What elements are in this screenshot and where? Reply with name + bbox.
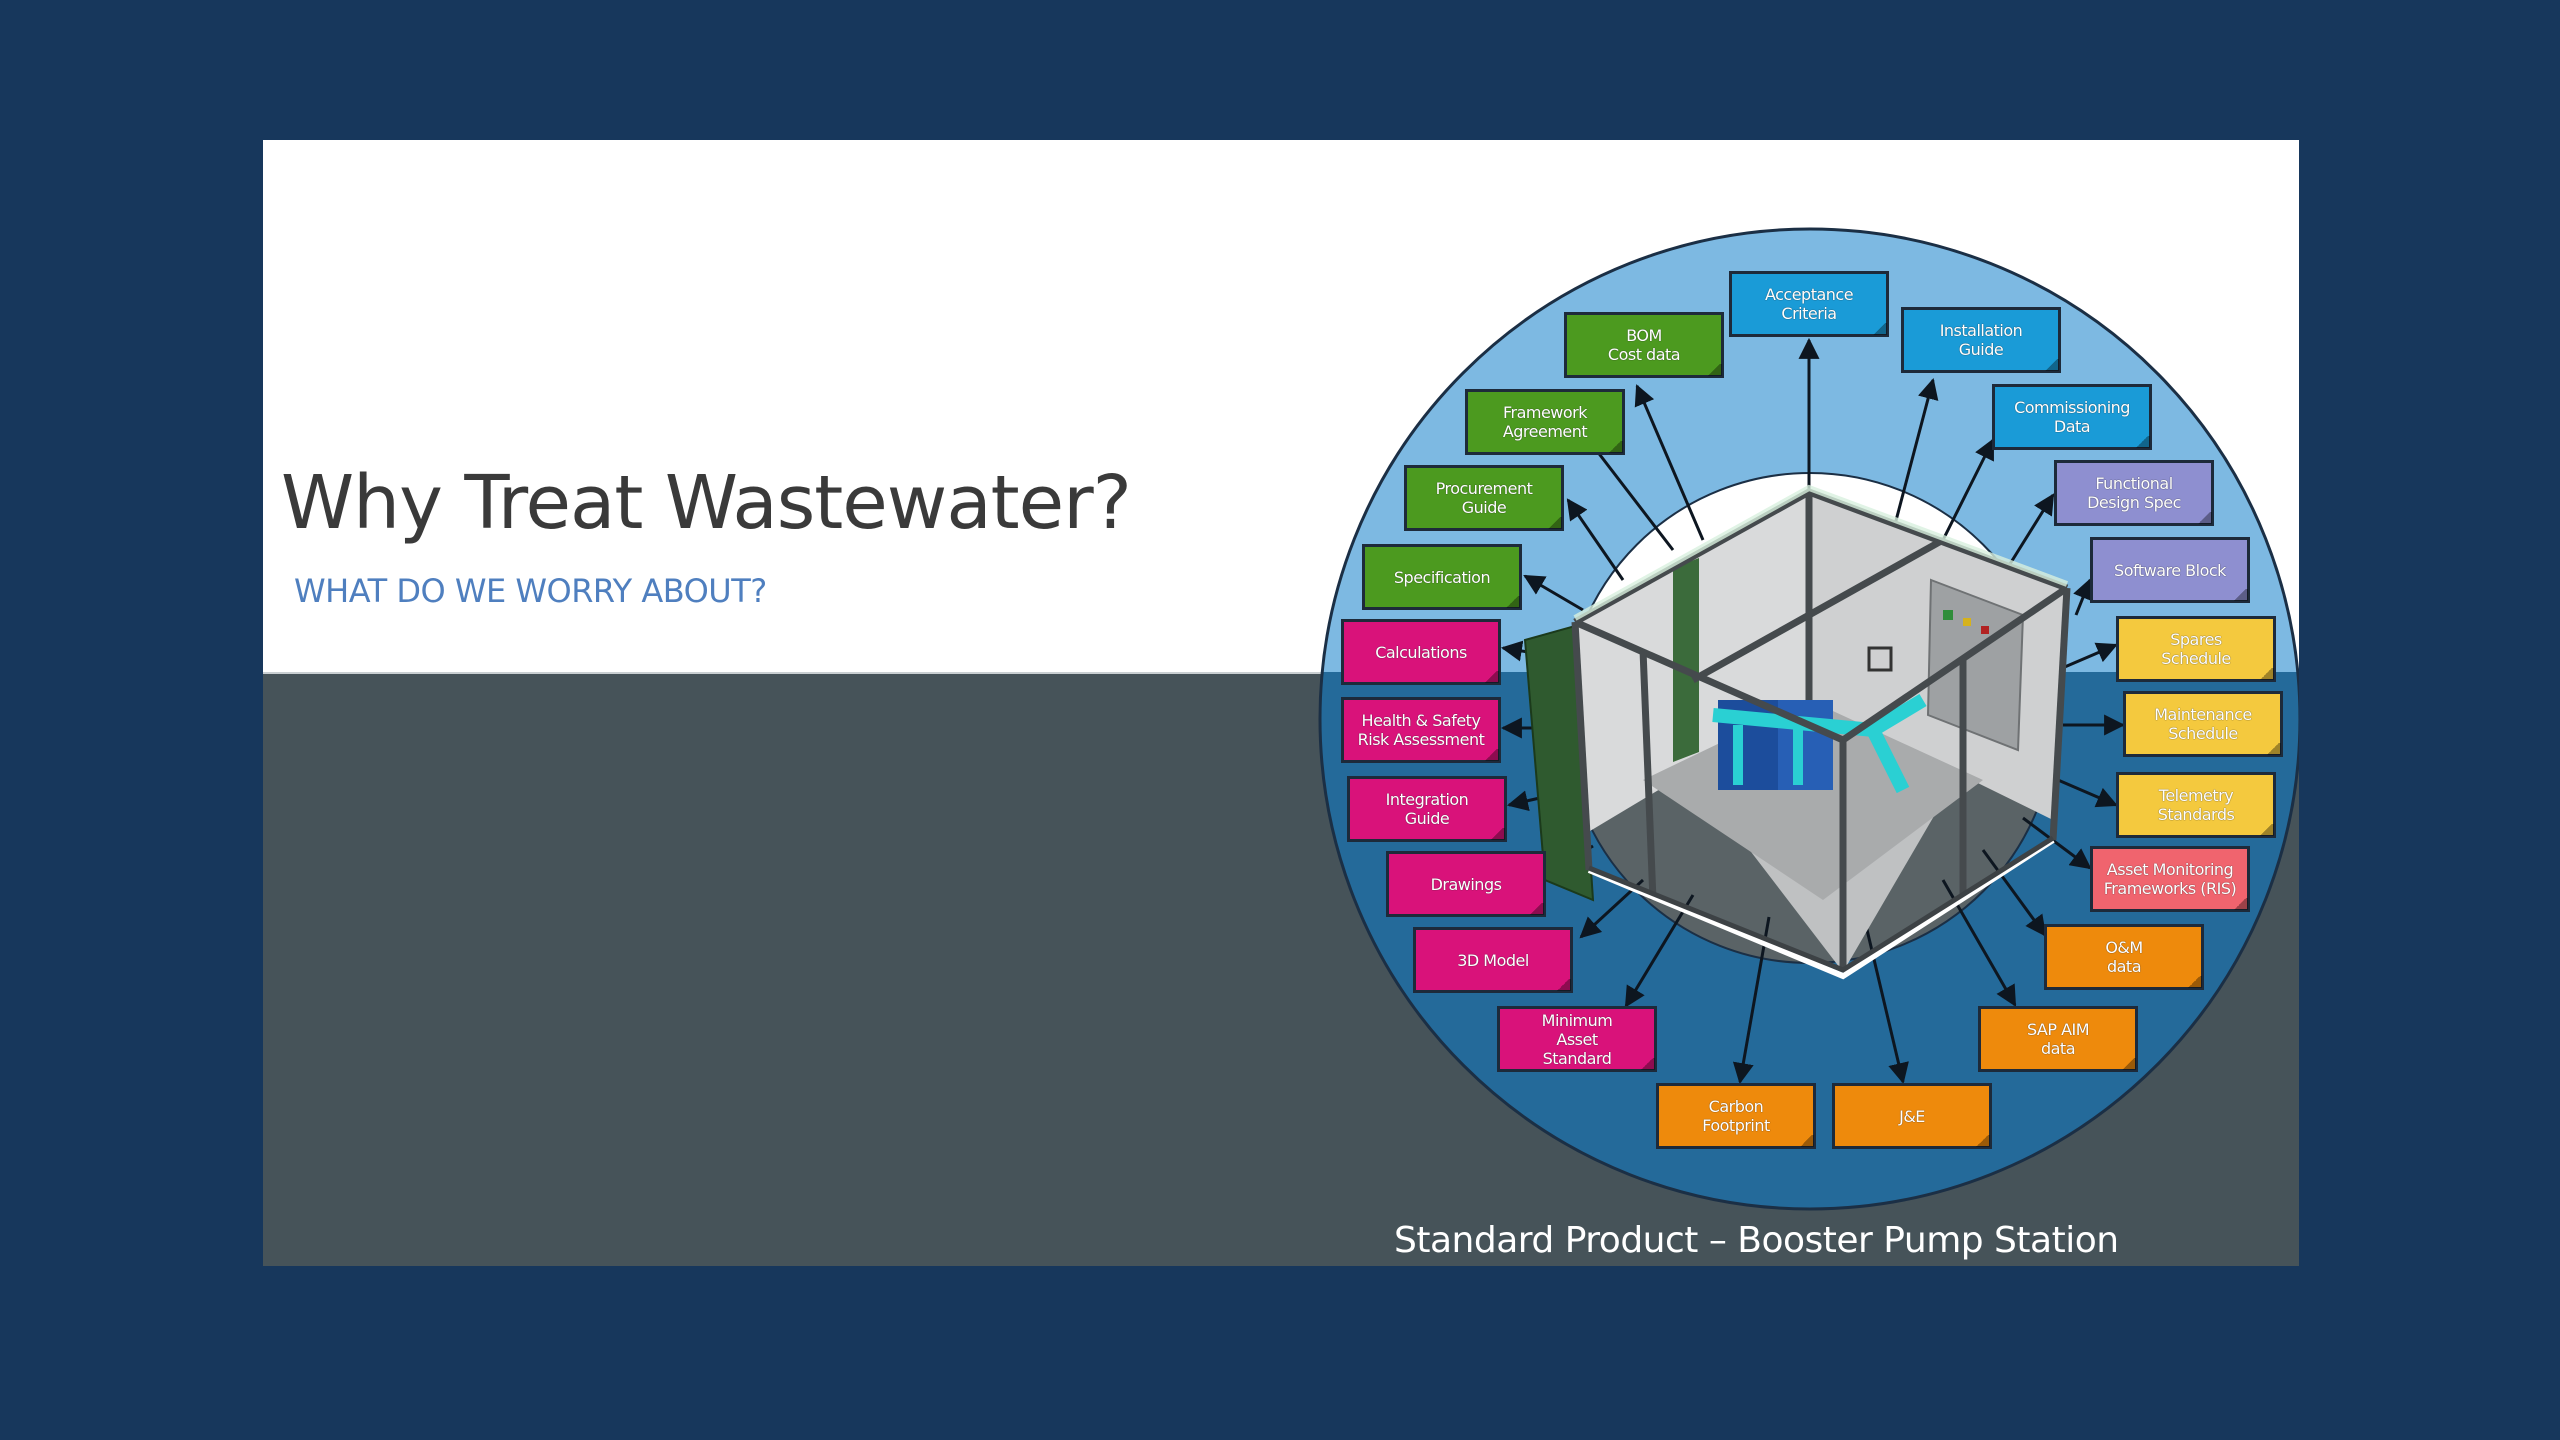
deliverable-note: BOM Cost data [1564,312,1724,378]
deliverable-note: Procurement Guide [1404,465,1564,531]
deliverable-note: Minimum Asset Standard [1497,1006,1657,1072]
deliverable-note: Commissioning Data [1992,384,2152,450]
deliverable-note: Telemetry Standards [2116,772,2276,838]
deliverable-note: Drawings [1386,851,1546,917]
pump-station-model [1523,484,2071,980]
deliverable-note: Spares Schedule [2116,616,2276,682]
deliverable-note: SAP AIM data [1978,1006,2138,1072]
slide-subtitle: WHAT DO WE WORRY ABOUT? [294,572,767,610]
deliverable-note: Software Block [2090,537,2250,603]
deliverable-note: 3D Model [1413,927,1573,993]
deliverable-note: Carbon Footprint [1656,1083,1816,1149]
deliverable-note: Asset Monitoring Frameworks (RIS) [2090,846,2250,912]
deliverable-note: J&E [1832,1083,1992,1149]
deliverable-note: Functional Design Spec [2054,460,2214,526]
deliverable-note: Maintenance Schedule [2123,691,2283,757]
diagram-caption: Standard Product – Booster Pump Station [1394,1220,2119,1261]
deliverable-note: Health & Safety Risk Assessment [1341,697,1501,763]
deliverable-note: Framework Agreement [1465,389,1625,455]
deliverable-note: Installation Guide [1901,307,2061,373]
slide-title: Why Treat Wastewater? [281,460,1132,546]
slide: Why Treat Wastewater? WHAT DO WE WORRY A… [263,140,2299,1266]
deliverable-note: Calculations [1341,619,1501,685]
deliverable-note: Integration Guide [1347,776,1507,842]
deliverable-note: O&M data [2044,924,2204,990]
deliverable-note: Acceptance Criteria [1729,271,1889,337]
deliverable-note: Specification [1362,544,1522,610]
